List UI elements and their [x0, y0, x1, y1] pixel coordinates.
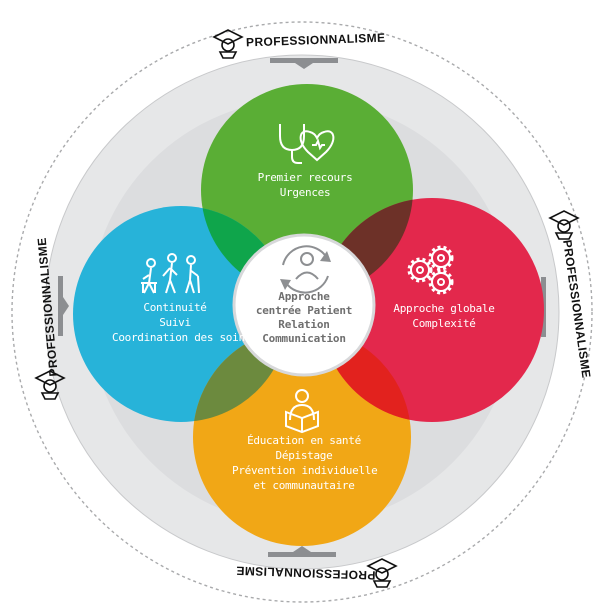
- petal-red-line-2: Complexité: [412, 317, 476, 330]
- center-line-1: Approche: [278, 290, 330, 303]
- petal-blue-label: Continuité Suivi Coordination des soins: [112, 300, 252, 345]
- center-line-3: Relation: [278, 318, 330, 331]
- people-walking-icon: [141, 253, 200, 294]
- stethoscope-heart-icon: [279, 124, 335, 164]
- petal-yellow-line-3: Prévention individuelle: [232, 464, 378, 477]
- petal-green-line-2: Urgences: [279, 186, 331, 199]
- petal-green-label: Premier recours Urgences: [237, 170, 373, 200]
- center-label: Approche centrée Patient Relation Commun…: [244, 290, 364, 346]
- overlap-yellow-red: [320, 328, 411, 422]
- petal-red-label: Approche globale Complexité: [380, 301, 508, 331]
- banner-left-icon: [34, 370, 66, 400]
- overlap-green-red: [320, 198, 413, 296]
- banner-top-icon: [212, 29, 244, 59]
- patient-cycle-icon: [280, 245, 331, 294]
- banner-bottom-icon: [366, 558, 398, 588]
- petal-yellow-line-2: Dépistage: [275, 449, 333, 462]
- center-line-4: Communication: [262, 332, 346, 345]
- petal-yellow-label: Éducation en santé Dépistage Prévention …: [232, 433, 378, 493]
- petal-blue-line-3: Coordination des soins: [112, 331, 252, 344]
- petal-yellow-line-1: Éducation en santé: [247, 434, 361, 447]
- gears-icon: [407, 245, 454, 295]
- petal-blue-line-1: Continuité: [143, 301, 207, 314]
- petal-green-line-1: Premier recours: [257, 171, 353, 184]
- petal-blue-line-2: Suivi: [159, 316, 191, 329]
- person-reading-icon: [285, 389, 319, 434]
- petal-red-line-1: Approche globale: [393, 302, 495, 315]
- center-circle: [232, 233, 376, 377]
- banner-right-icon: [548, 210, 580, 240]
- petal-yellow-line-4: et communautaire: [253, 479, 355, 492]
- center-line-2: centrée Patient: [255, 304, 353, 317]
- overlap-green-blue: [201, 206, 289, 296]
- outer-dashed-ring: [11, 21, 593, 603]
- overlap-blue-yellow: [193, 328, 289, 422]
